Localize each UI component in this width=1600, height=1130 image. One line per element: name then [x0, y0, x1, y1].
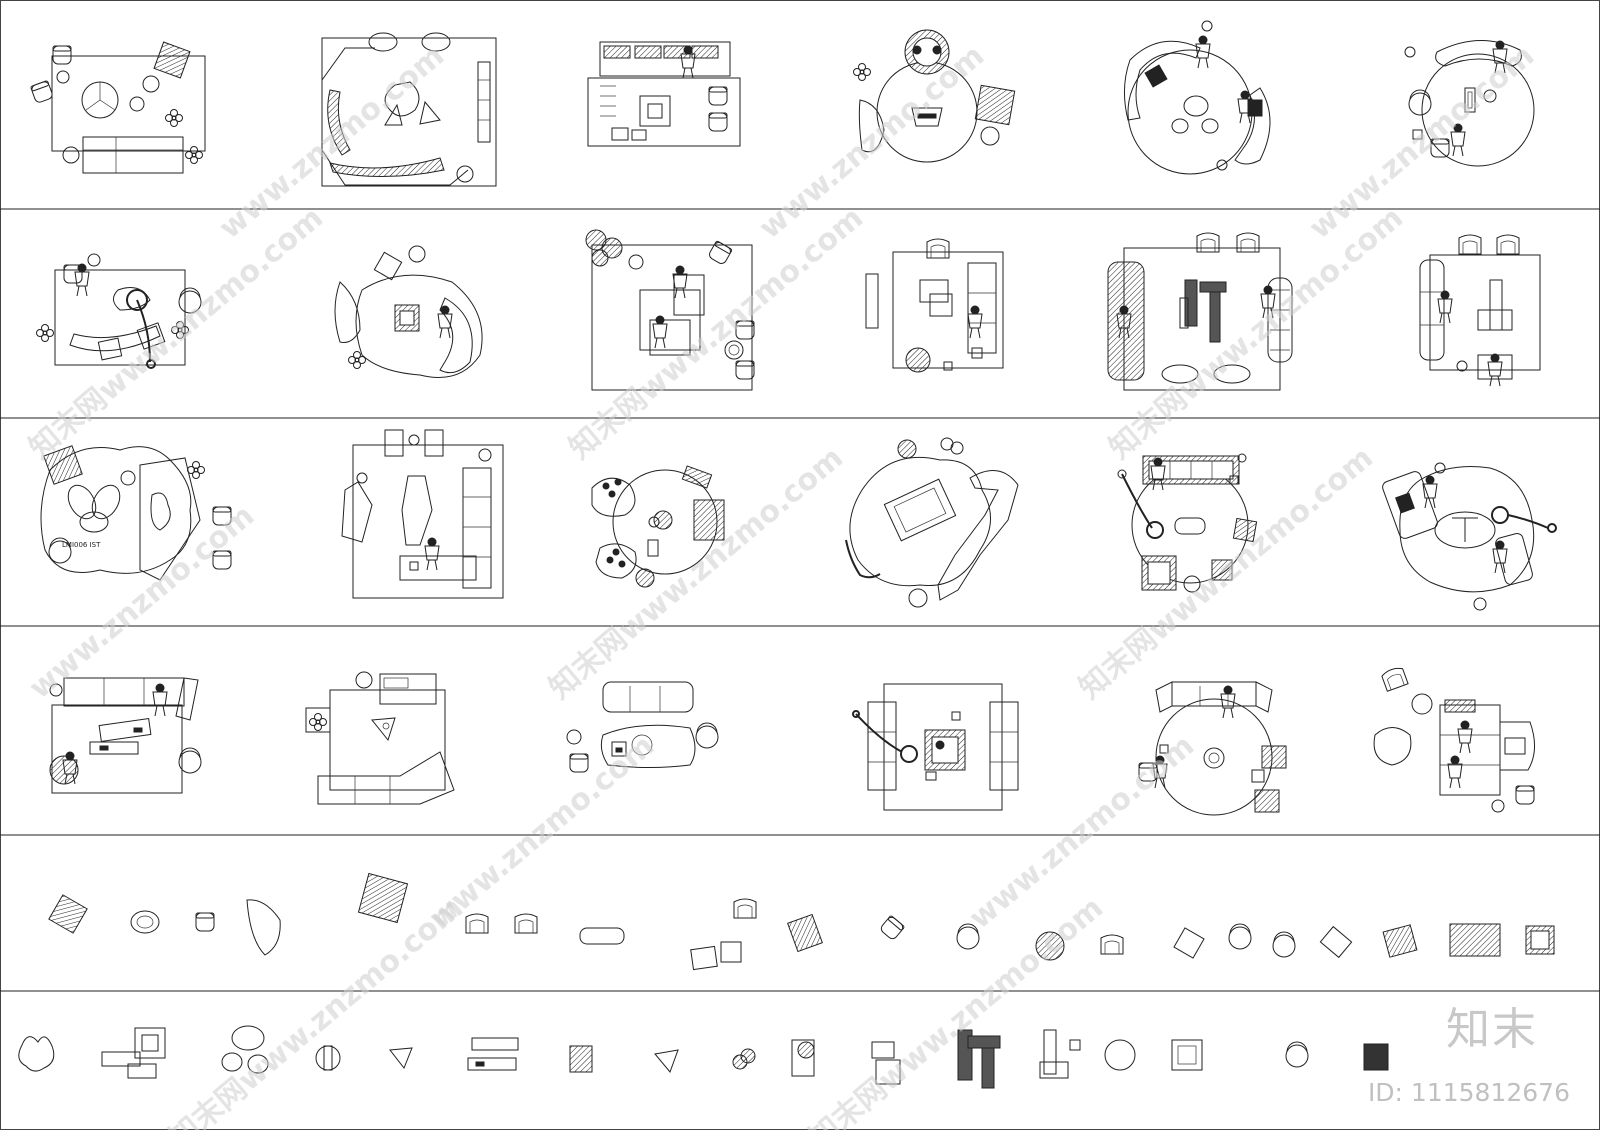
plan-r4-c4: [852, 683, 1019, 811]
id-label: ID: 1115812676: [1367, 1078, 1570, 1107]
plan-r1-c5: [1124, 20, 1271, 175]
plan-r3-c4: [845, 437, 1019, 608]
plan-r3-c5: [1117, 453, 1258, 593]
brand-watermark: 知末: [1446, 1004, 1538, 1055]
svg-text:www.znzmo.com: www.znzmo.com: [213, 38, 451, 246]
component-row-5: [48, 872, 1555, 971]
plan-r4-c3: [566, 681, 719, 773]
plan-r3-c3: [591, 465, 725, 588]
plan-r2-c6: [1419, 234, 1541, 387]
plan-r1-c2: [321, 32, 497, 187]
watermark-layer: www.znzmo.com www.znzmo.com www.znzmo.co…: [23, 38, 1541, 1130]
svg-text:知末网www.znzmo.com: 知末网www.znzmo.com: [803, 890, 1110, 1130]
plan-r2-c3: [585, 229, 755, 391]
svg-text:www.znzmo.com: www.znzmo.com: [1303, 38, 1541, 246]
svg-text:知末网www.znzmo.com: 知末网www.znzmo.com: [23, 200, 330, 466]
plan-r2-c5: [1107, 232, 1293, 391]
plan-r3-c1: LMI006 IST: [40, 445, 232, 581]
svg-text:知末网www.znzmo.com: 知末网www.znzmo.com: [163, 890, 470, 1130]
plan-r1-c4: [853, 29, 1016, 163]
plan-r4-c2: [305, 671, 455, 805]
plan-r3-c6: [1382, 462, 1557, 611]
plan-r4-c1: [49, 677, 202, 794]
plan-r2-c4: [865, 238, 1004, 373]
plan-r3-c2: [341, 429, 504, 599]
plan-r1-c6: [1404, 40, 1535, 167]
plan-r4-c5: [1138, 681, 1287, 816]
plan-r2-c1: [36, 253, 202, 369]
plan-r1-c1: [29, 41, 206, 174]
plan-r4-c6: [1373, 665, 1535, 813]
svg-text:www.znzmo.com: www.znzmo.com: [23, 498, 261, 706]
component-row-6: [18, 1025, 1389, 1089]
svg-text:知末网www.znzmo.com: 知末网www.znzmo.com: [1103, 200, 1410, 466]
svg-text:www.znzmo.com: www.znzmo.com: [753, 38, 991, 246]
plan-r2-c2: [334, 245, 483, 378]
plan-label: LMI006 IST: [62, 541, 101, 549]
plan-r1-c3: [587, 41, 741, 147]
